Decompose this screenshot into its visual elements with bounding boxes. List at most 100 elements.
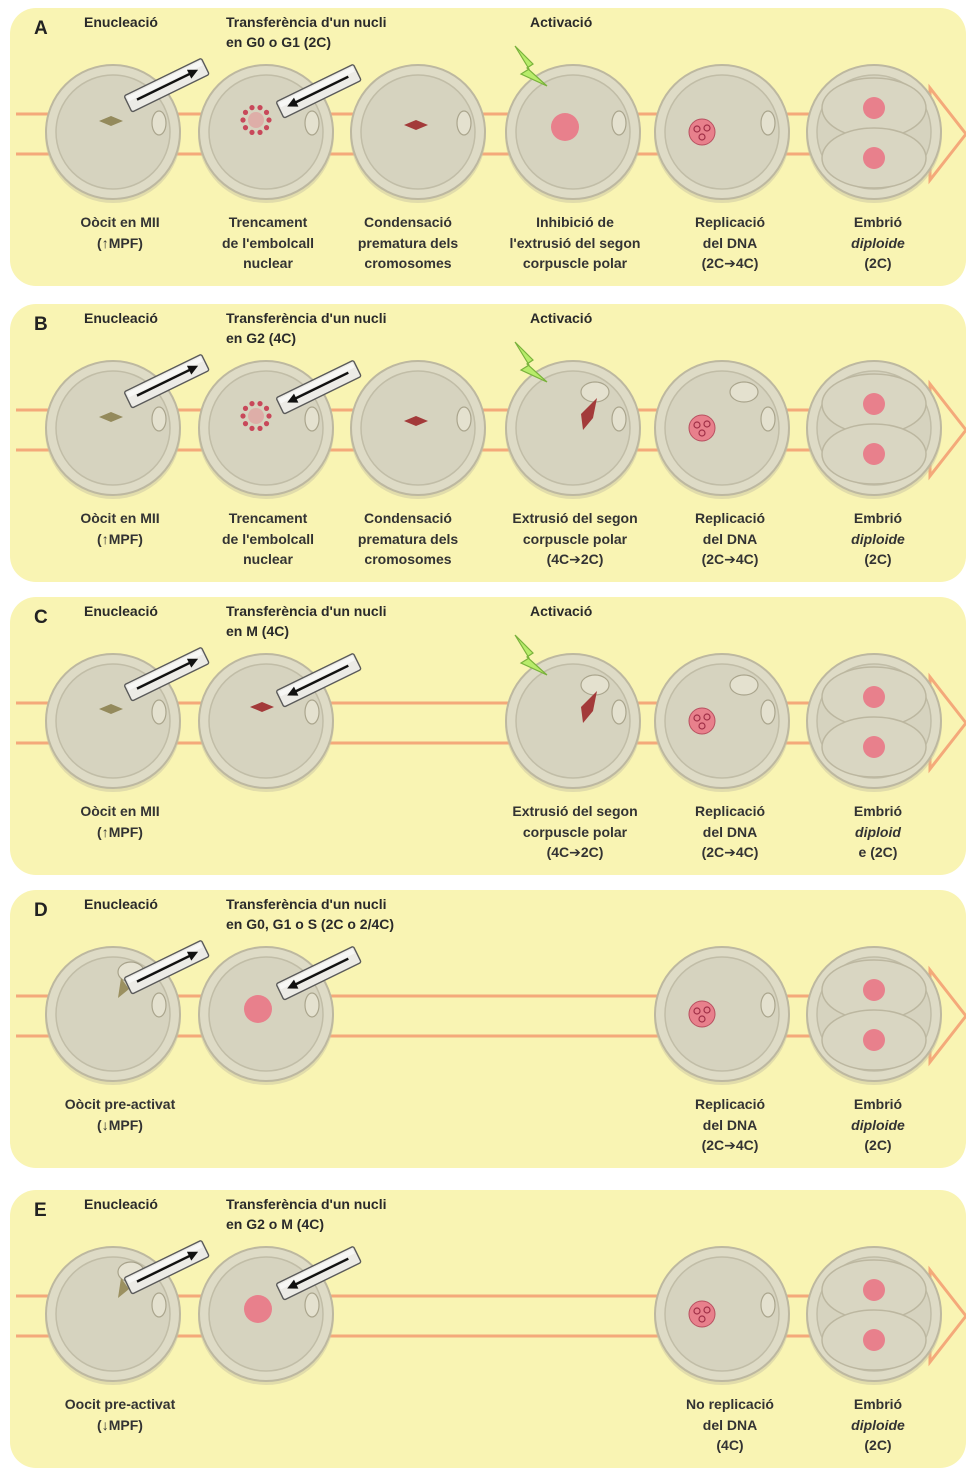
stage-caption: Replicaciódel DNA(2C➔4C)	[650, 801, 810, 863]
stage-caption-line: l'extrusió del segon	[495, 233, 655, 254]
stage-caption-line: cromosomes	[328, 549, 488, 570]
polar-body	[305, 700, 319, 724]
cell-stage-3	[350, 65, 486, 203]
polar-body	[457, 111, 471, 135]
cell-stage-5	[654, 361, 790, 499]
stage-caption: Condensacióprematura delscromosomes	[328, 508, 488, 570]
stage-caption-line: (2C➔4C)	[650, 1135, 810, 1156]
stage-caption-line: (2C)	[798, 549, 958, 570]
cell-stage-6	[806, 947, 942, 1085]
nuclear-envelope-breakdown	[248, 408, 264, 424]
nucleus	[863, 979, 885, 1001]
stage-caption-line: del DNA	[650, 529, 810, 550]
cell-stage-5	[654, 654, 790, 792]
polar-body	[152, 111, 166, 135]
stage-caption-line: diploide	[798, 529, 958, 550]
stage-caption-line: (↓MPF)	[40, 1415, 200, 1436]
stage-caption-line: Embrió	[798, 212, 958, 233]
nucleus-replicating	[689, 415, 715, 441]
stage-caption-line: nuclear	[188, 549, 348, 570]
nucleus	[863, 736, 885, 758]
stage-caption-line: Oòcit en MII	[40, 212, 200, 233]
nucleus	[863, 97, 885, 119]
stage-caption-line: Replicació	[650, 1094, 810, 1115]
cell-stage-3	[350, 361, 486, 499]
cell-stage-5	[654, 1247, 790, 1385]
stage-caption-line: diploide	[798, 1415, 958, 1436]
transfer-label-line: en G0, G1 o S (2C o 2/4C)	[226, 914, 394, 934]
stage-caption-line: (↑MPF)	[40, 822, 200, 843]
polar-body	[152, 1293, 166, 1317]
stage-caption: Oòcit pre-activat(↓MPF)	[40, 1094, 200, 1135]
stage-caption-line: del DNA	[650, 1415, 810, 1436]
cell-stage-6	[806, 65, 942, 203]
stage-caption-line: (↓MPF)	[40, 1115, 200, 1136]
panel-letter: D	[34, 900, 48, 922]
nucleus	[863, 443, 885, 465]
cell-stage-4	[505, 46, 641, 203]
nucleus-replicating	[689, 708, 715, 734]
stage-caption-line: Oòcit en MII	[40, 801, 200, 822]
polar-body	[305, 1293, 319, 1317]
stage-caption-line: diploide	[798, 233, 958, 254]
polar-body	[761, 1293, 775, 1317]
cell-stage-4	[505, 342, 641, 499]
stage-caption-line: No replicació	[650, 1394, 810, 1415]
transfer-label-line: Transferència d'un nucli	[226, 601, 386, 621]
second-polar-body	[730, 675, 758, 695]
enucleation-label: Enucleació	[84, 308, 158, 328]
activation-label: Activació	[530, 12, 592, 32]
stage-caption-line: Oòcit en MII	[40, 508, 200, 529]
stage-caption-line: cromosomes	[328, 253, 488, 274]
second-polar-body	[730, 382, 758, 402]
stage-caption: Embriódiploide(2C)	[798, 1094, 958, 1156]
polar-body	[612, 111, 626, 135]
stage-caption-line: Inhibició de	[495, 212, 655, 233]
stage-caption: Inhibició del'extrusió del segoncorpuscl…	[495, 212, 655, 274]
panel-letter: B	[34, 314, 48, 336]
stage-caption-line: prematura dels	[328, 233, 488, 254]
polar-body	[152, 700, 166, 724]
stage-caption: Oòcit en MII(↑MPF)	[40, 212, 200, 253]
stage-caption-line: Embrió	[798, 508, 958, 529]
transfer-label-line: Transferència d'un nucli	[226, 1194, 386, 1214]
stage-caption-line: Embrió	[798, 801, 958, 822]
transfer-label-line: en G2 (4C)	[226, 328, 386, 348]
cell-stage-6	[806, 1247, 942, 1385]
enucleation-label: Enucleació	[84, 601, 158, 621]
nucleus	[863, 1329, 885, 1351]
enucleation-label: Enucleació	[84, 894, 158, 914]
stage-caption: Embriódiploide(2C)	[798, 1394, 958, 1456]
enucleation-label: Enucleació	[84, 1194, 158, 1214]
stage-caption-line: (4C➔2C)	[495, 549, 655, 570]
stage-caption-line: nuclear	[188, 253, 348, 274]
stage-caption-line: (2C➔4C)	[650, 253, 810, 274]
polar-body	[457, 407, 471, 431]
nucleus	[863, 686, 885, 708]
stage-caption-line: del DNA	[650, 1115, 810, 1136]
second-polar-body	[581, 382, 609, 402]
panel-e: EEnucleacióTransferència d'un nuclien G2…	[10, 1190, 966, 1468]
stage-caption-line: de l'embolcall	[188, 233, 348, 254]
nucleus	[551, 113, 579, 141]
polar-body	[305, 407, 319, 431]
activation-label: Activació	[530, 308, 592, 328]
nucleus	[863, 1029, 885, 1051]
stage-caption-line: corpuscle polar	[495, 529, 655, 550]
stage-caption-line: de l'embolcall	[188, 529, 348, 550]
stage-caption: Oocit pre-activat(↓MPF)	[40, 1394, 200, 1435]
stage-caption-line: prematura dels	[328, 529, 488, 550]
transfer-label-line: Transferència d'un nucli	[226, 894, 394, 914]
stage-caption-line: diploide	[798, 1115, 958, 1136]
panel-b: BEnucleacióTransferència d'un nuclien G2…	[10, 304, 966, 582]
stage-caption-line: (↑MPF)	[40, 233, 200, 254]
